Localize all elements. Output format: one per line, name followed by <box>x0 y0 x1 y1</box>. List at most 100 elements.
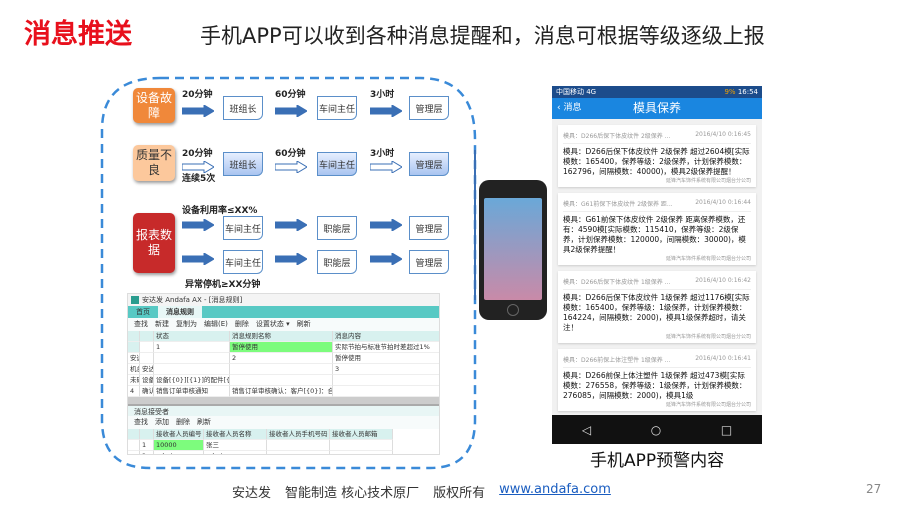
column-header: 接收者人员名称 <box>204 429 267 440</box>
message-body: 模具：G61前保下体皮纹件 2级保养 距离保养模数，还有：4590模[实际模数：… <box>563 215 746 254</box>
row-number: 1 <box>140 440 154 451</box>
column-header: 接收者人员手机号码 <box>267 429 330 440</box>
screen-title: 模具保养 <box>632 101 681 115</box>
row-indicator <box>128 440 140 451</box>
back-button[interactable]: ‹ 消息 <box>557 98 581 119</box>
footer-link[interactable]: www.andafa.com <box>499 482 611 497</box>
message-card[interactable]: 模具：G61前保下体皮纹件 2级保养 距...2016/4/10 0:16:44… <box>558 193 756 265</box>
toolbar-button[interactable]: 刷新 <box>296 320 311 328</box>
message-summary: 模具：D266后保下体皮纹件 1级保养 ... <box>563 279 671 286</box>
tab-message-rules[interactable]: 消息规则 <box>158 306 202 318</box>
message-time: 2016/4/10 0:16:42 <box>695 277 751 284</box>
arrow-right-icon <box>181 216 215 232</box>
arrow-right-icon <box>274 216 308 232</box>
toolbar-button[interactable]: 设置状态 ▾ <box>255 320 290 328</box>
row-indicator <box>230 364 333 375</box>
toolbar-button[interactable]: 新建 <box>155 320 169 328</box>
name-cell[interactable]: 销售订单审核通知 <box>154 386 230 397</box>
row-number: 2 <box>230 353 333 364</box>
page-number: 27 <box>866 482 882 496</box>
id-cell[interactable]: admin <box>154 451 204 454</box>
message-header: 模具：D266后保下体皮纹件 2级保养 ...2016/4/10 0:16:45 <box>563 128 751 144</box>
toolbar-button[interactable]: 添加 <box>155 418 169 426</box>
status-cell[interactable]: 暂停使用 <box>333 353 439 364</box>
node-workshop-director: 车间主任 <box>223 216 263 240</box>
node-management: 管理层 <box>409 216 449 240</box>
arrow-right-icon <box>181 158 215 174</box>
phone-cell[interactable] <box>267 451 330 454</box>
message-header: 模具：G61前保下体皮纹件 2级保养 距...2016/4/10 0:16:44 <box>563 196 751 212</box>
back-triangle-icon[interactable]: ◁ <box>581 422 592 437</box>
slide-subtitle: 手机APP可以收到各种消息提醒和，消息可根据等级逐级上报 <box>200 24 765 48</box>
id-cell[interactable]: 10000 <box>154 440 204 451</box>
name-cell[interactable]: admin <box>204 451 267 454</box>
time-label: 60分钟 <box>275 90 306 100</box>
toolbar-button[interactable]: 删除 <box>234 320 249 328</box>
smartphone-image <box>479 180 547 320</box>
cell <box>140 353 154 364</box>
name-cell[interactable]: 设备配件超期使用 <box>140 375 154 386</box>
header-cell <box>128 331 140 342</box>
cell <box>230 375 333 386</box>
message-summary: 模具：G61前保下体皮纹件 2级保养 距... <box>563 201 673 208</box>
time-label: 3小时 <box>370 149 395 159</box>
footer-rights: 版权所有 <box>433 486 486 501</box>
toolbar-button[interactable]: 查找 <box>134 320 148 328</box>
name-cell[interactable]: 实际节拍与标准节拍时差超过1% <box>333 342 439 353</box>
name-cell[interactable]: 机台异常停机x分钟没有处理完毕 <box>128 364 140 375</box>
message-time: 2016/4/10 0:16:45 <box>695 131 751 138</box>
subpanel-tab[interactable]: 消息接受者 <box>128 404 439 416</box>
content-cell[interactable]: 安达发测试数据：工作中心[{0}]生产单[{1} <box>128 353 140 364</box>
column-header: 消息规则名称 <box>230 331 333 342</box>
status-cell[interactable]: 暂停使用 <box>230 342 333 353</box>
horizontal-scrollbar[interactable] <box>128 397 439 404</box>
email-cell[interactable] <box>330 451 393 454</box>
message-card[interactable]: 模具：D266后保下体皮纹件 1级保养 ... 2016/4/10 0:16:42… <box>558 271 756 343</box>
phone-screen: 中国移动 4G 9% 16:54 ‹ 消息 模具保养 模具：D266后保下体皮纹… <box>552 86 762 444</box>
toolbar-button[interactable]: 复制为 <box>176 320 197 328</box>
battery-level: 9% <box>724 88 736 96</box>
message-card[interactable]: 模具：D266后保下体皮纹件 2级保养 ...2016/4/10 0:16:45… <box>558 125 756 187</box>
column-header: 接收者人员邮箱 <box>330 429 393 440</box>
arrow-right-icon <box>274 158 308 174</box>
cell <box>333 386 439 397</box>
count-label: 连续5次 <box>182 174 216 184</box>
recents-square-icon[interactable]: □ <box>720 422 733 437</box>
email-cell[interactable] <box>330 440 393 451</box>
status-cell[interactable]: 未确认 <box>128 375 140 386</box>
software-window: 安达发 Andafa AX - [消息规则] 首页 消息规则 查找新建复制为编辑… <box>127 293 440 455</box>
toolbar-button[interactable]: 编辑(E) <box>204 320 228 328</box>
arrow-right-icon <box>369 102 403 118</box>
home-circle-icon[interactable]: ○ <box>650 422 662 437</box>
row-indicator <box>140 342 154 353</box>
condition-label: 异常停机≥XX分钟 <box>185 280 261 290</box>
toolbar-button[interactable]: 刷新 <box>197 418 211 426</box>
toolbar-button[interactable]: 删除 <box>176 418 190 426</box>
node-team-leader: 班组长 <box>223 96 263 120</box>
message-card[interactable]: 模具：D266前保上体注塑件 1级保养 ...2016/4/10 0:16:41… <box>558 349 756 411</box>
header-cell <box>140 429 154 440</box>
content-cell[interactable]: 安达发测试数据：工作中心[{0}]已经异常停 <box>140 364 154 375</box>
row-number: 3 <box>333 364 439 375</box>
header-cell <box>140 331 154 342</box>
phone-cell[interactable] <box>267 440 330 451</box>
status-cell[interactable]: 确认 <box>140 386 154 397</box>
message-company: 延锋汽车饰件系统有限公司烟台分公司 <box>665 256 751 262</box>
arrow-right-icon <box>369 216 403 232</box>
message-body: 模具：D266前保上体注塑件 1级保养 超过473模[实际模数：276558，保… <box>563 371 747 400</box>
time-label: 20分钟 <box>182 149 213 159</box>
header-cell <box>128 342 140 353</box>
content-cell[interactable]: 销售订单审核确认：客户[{0}]：合同号[{1} <box>230 386 333 397</box>
tab-home[interactable]: 首页 <box>136 308 150 316</box>
row-number: 2 <box>140 451 154 454</box>
content-cell[interactable]: 设备[{0}][{1}]的配件[{2}][{3}]，计划更换日期： <box>154 375 230 386</box>
back-label: 消息 <box>563 103 582 113</box>
toolbar-button[interactable]: 查找 <box>134 418 148 426</box>
node-management: 管理层 <box>409 152 449 176</box>
source-quality-defect: 质量不良 <box>133 145 175 181</box>
condition-label: 设备利用率≤XX% <box>182 206 258 216</box>
time-label: 20分钟 <box>182 90 213 100</box>
name-cell[interactable]: 张三 <box>204 440 267 451</box>
message-summary: 模具：D266前保上体注塑件 1级保养 ... <box>563 357 671 364</box>
footer: 安达发 智能制造 核心技术原厂 版权所有 www.andafa.com <box>232 482 611 501</box>
